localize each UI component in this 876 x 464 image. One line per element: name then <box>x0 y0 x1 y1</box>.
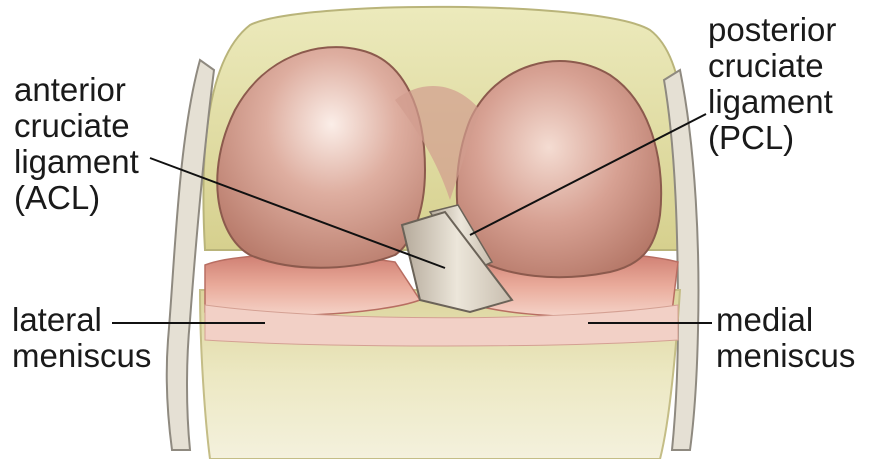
medial-meniscus-label-line-1: medial <box>716 302 855 338</box>
medial-meniscus-label: medial meniscus <box>716 302 855 374</box>
acl-label: anterior cruciate ligament (ACL) <box>14 72 139 216</box>
lateral-meniscus-label-line-2: meniscus <box>12 338 151 374</box>
acl-label-line-3: ligament <box>14 144 139 180</box>
acl-label-line-2: cruciate <box>14 108 139 144</box>
medial-femoral-condyle <box>457 61 661 277</box>
pcl-label-line-4: (PCL) <box>708 120 836 156</box>
acl-label-line-4: (ACL) <box>14 180 139 216</box>
pcl-label-line-1: posterior <box>708 12 836 48</box>
medial-meniscus-label-line-2: meniscus <box>716 338 855 374</box>
lateral-meniscus-label: lateral meniscus <box>12 302 151 374</box>
pcl-label-line-2: cruciate <box>708 48 836 84</box>
pcl-label-line-3: ligament <box>708 84 836 120</box>
pcl-label: posterior cruciate ligament (PCL) <box>708 12 836 156</box>
lateral-meniscus-label-line-1: lateral <box>12 302 151 338</box>
acl-label-line-1: anterior <box>14 72 139 108</box>
